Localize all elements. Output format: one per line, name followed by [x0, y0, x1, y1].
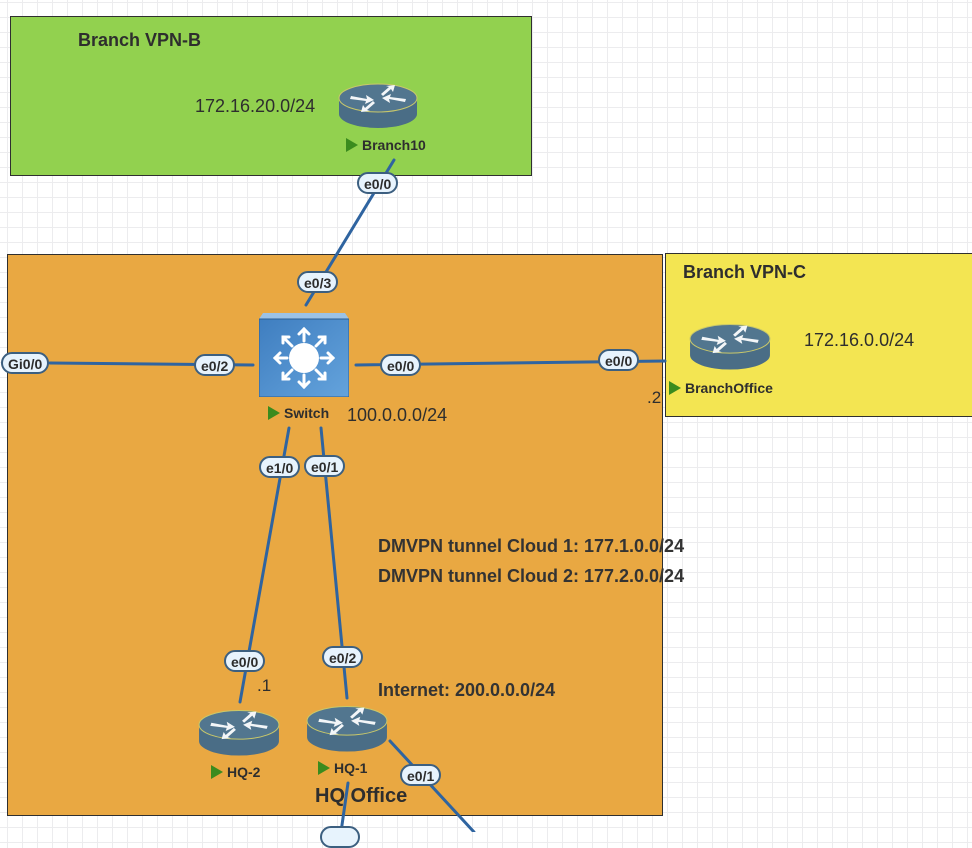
network-label-hq: 100.0.0.0/24 — [347, 405, 448, 425]
port-label-hq1-e0-1[interactable]: e0/1 — [400, 764, 442, 786]
port-label-switch-e1-0[interactable]: e1/0 — [259, 456, 301, 478]
running-status-icon — [318, 761, 330, 775]
network-label-branch-c: 172.16.0.0/24 — [804, 330, 915, 350]
zone-title-branch-vpn-b: Branch VPN-B — [78, 30, 202, 50]
layer3-switch-icon — [258, 313, 350, 398]
router-branch10[interactable] — [337, 80, 419, 132]
device-label-hq1[interactable]: HQ-1 — [318, 760, 367, 776]
network-label-branch-b: 172.16.20.0/24 — [195, 96, 316, 116]
device-name: HQ-2 — [227, 764, 261, 780]
port-label-hq1-partial[interactable] — [320, 826, 360, 848]
port-label-switch-e0-2[interactable]: e0/2 — [194, 354, 236, 376]
device-label-switch[interactable]: Switch — [268, 405, 329, 421]
zone-branch-vpn-b[interactable] — [10, 16, 532, 176]
device-name: BranchOffice — [685, 380, 773, 396]
device-name: Switch — [284, 405, 330, 421]
note-dmvpn-cloud-2: DMVPN tunnel Cloud 2: 177.2.0.0/24 — [378, 566, 685, 586]
ip-suffix-branchoffice: .2 — [647, 388, 662, 407]
router-branchoffice[interactable] — [688, 320, 772, 374]
note-dmvpn-cloud-1: DMVPN tunnel Cloud 1: 177.1.0.0/24 — [378, 536, 685, 556]
router-icon — [198, 709, 280, 756]
router-hq2[interactable] — [197, 706, 281, 760]
running-status-icon — [268, 406, 280, 420]
port-label-switch-e0-0[interactable]: e0/0 — [380, 354, 422, 376]
zone-title-branch-vpn-c: Branch VPN-C — [683, 262, 807, 282]
port-label-gi0-0[interactable]: Gi0/0 — [1, 352, 50, 374]
port-label-switch-e0-3[interactable]: e0/3 — [297, 271, 339, 293]
port-label-branchoffice-e0-0[interactable]: e0/0 — [598, 349, 640, 371]
router-icon — [689, 323, 771, 370]
device-name: Branch10 — [362, 137, 426, 153]
zone-title-hq-office: HQ Office — [315, 785, 408, 807]
router-icon — [306, 705, 388, 752]
ip-suffix-hq2: .1 — [257, 676, 272, 695]
running-status-icon — [211, 765, 223, 779]
router-icon — [338, 83, 418, 128]
note-internet: Internet: 200.0.0.0/24 — [378, 680, 556, 700]
device-label-branchoffice[interactable]: BranchOffice — [669, 380, 773, 396]
port-label-branch10-e0-0[interactable]: e0/0 — [357, 172, 399, 194]
switch-device[interactable] — [258, 313, 350, 398]
running-status-icon — [669, 381, 681, 395]
port-label-switch-e0-1[interactable]: e0/1 — [304, 455, 346, 477]
port-label-hq2-e0-0[interactable]: e0/0 — [224, 650, 266, 672]
device-label-branch10[interactable]: Branch10 — [346, 137, 426, 153]
port-label-hq1-e0-2[interactable]: e0/2 — [322, 646, 364, 668]
router-hq1[interactable] — [305, 702, 389, 756]
running-status-icon — [346, 138, 358, 152]
device-label-hq2[interactable]: HQ-2 — [211, 764, 260, 780]
device-name: HQ-1 — [334, 760, 368, 776]
